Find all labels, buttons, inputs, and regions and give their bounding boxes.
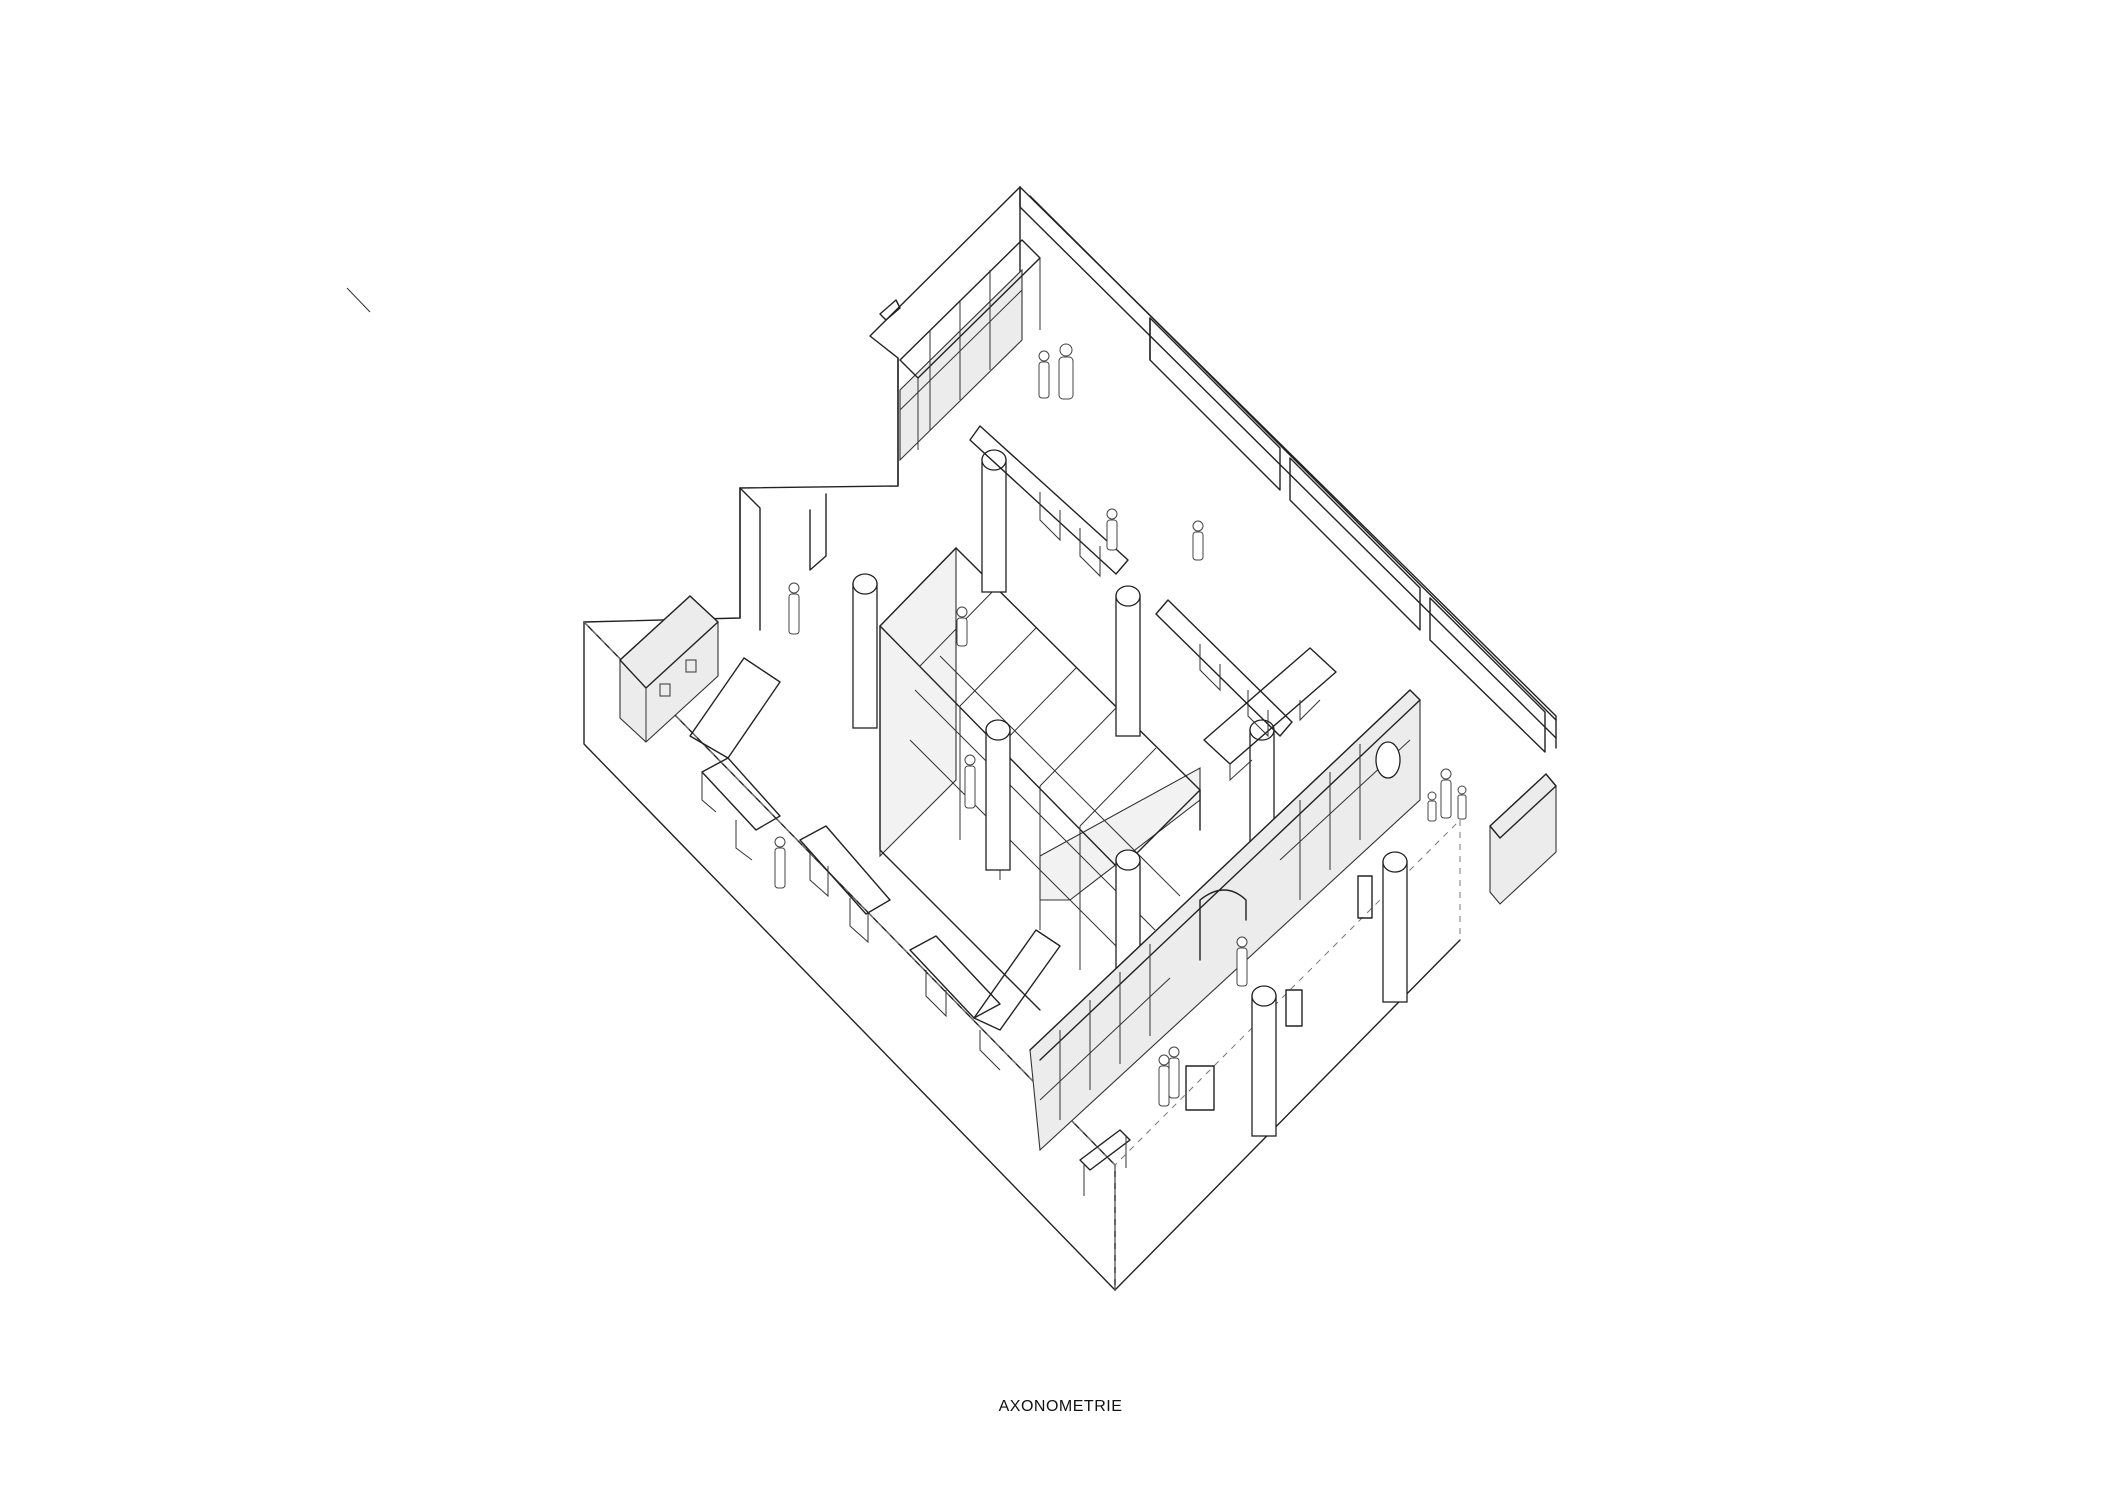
divider-wall-shelving — [1029, 689, 1421, 1152]
shelving-unit-west — [619, 595, 719, 743]
table — [799, 825, 891, 944]
display-cases — [1185, 875, 1373, 1111]
person — [1457, 785, 1467, 820]
column — [1115, 585, 1141, 737]
person — [964, 754, 976, 809]
person — [1168, 1046, 1180, 1099]
tables — [689, 299, 1337, 1196]
person — [1058, 343, 1074, 400]
standing-panel — [1489, 773, 1557, 905]
table — [909, 929, 1061, 1071]
person — [1440, 768, 1452, 819]
people — [774, 343, 1467, 1107]
table — [1079, 1129, 1131, 1196]
column — [985, 719, 1011, 871]
table — [969, 425, 1129, 578]
person — [774, 836, 786, 889]
table — [879, 299, 901, 321]
table — [689, 657, 781, 861]
person — [1236, 936, 1248, 987]
stray-mark — [346, 287, 371, 313]
person — [1106, 508, 1118, 551]
person — [1192, 520, 1204, 561]
person — [788, 582, 800, 635]
person — [956, 606, 968, 647]
person — [1158, 1054, 1170, 1107]
table — [1155, 599, 1293, 738]
column — [1251, 985, 1277, 1137]
column — [1382, 851, 1408, 1003]
person — [1427, 791, 1437, 822]
column — [852, 573, 878, 729]
shelving-unit-north — [899, 239, 1041, 462]
drawing-caption: AXONOMETRIE — [998, 1398, 1123, 1415]
column — [981, 449, 1007, 593]
table — [1203, 647, 1337, 782]
person — [1038, 350, 1050, 399]
